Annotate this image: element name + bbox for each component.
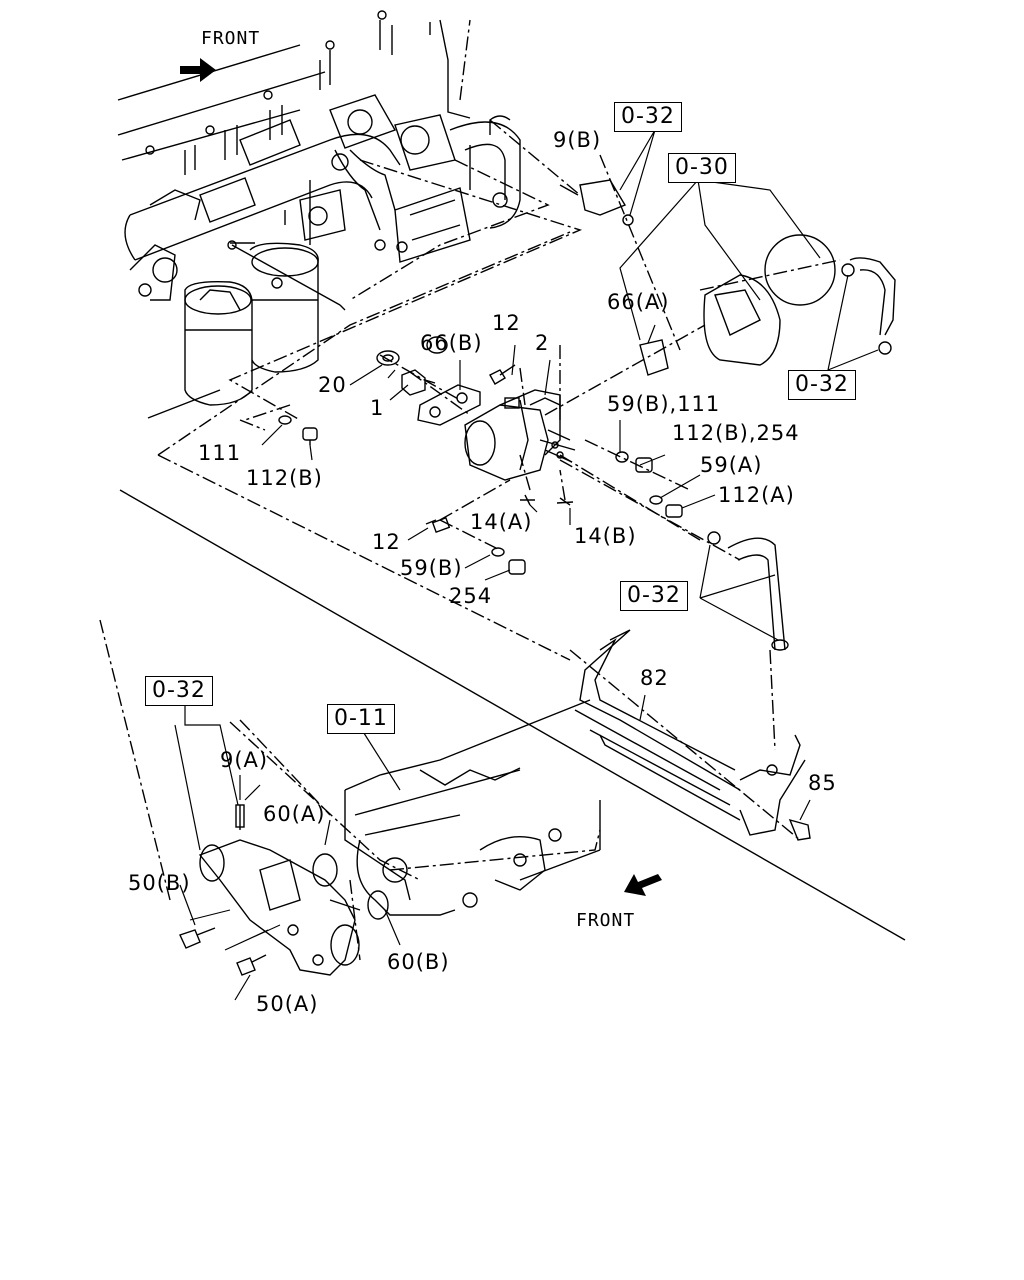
front-label-top: FRONT xyxy=(201,28,261,49)
part-label-60b: 60(B) xyxy=(387,950,450,974)
part-label-254: 254 xyxy=(449,584,493,608)
part-label-59b-111: 59(B),111 xyxy=(607,392,721,416)
ref-box-0-32-right[interactable]: 0-32 xyxy=(788,370,856,400)
part-label-59a: 59(A) xyxy=(700,453,763,477)
ref-box-0-32-top[interactable]: 0-32 xyxy=(614,102,682,132)
part-label-9a: 9(A) xyxy=(220,748,269,772)
part-label-14b: 14(B) xyxy=(574,524,637,548)
ref-box-0-11[interactable]: 0-11 xyxy=(327,704,395,734)
part-label-112a: 112(A) xyxy=(718,483,795,507)
part-label-66a: 66(A) xyxy=(607,290,670,314)
thermostat-housing-drawing xyxy=(179,804,389,976)
ref-box-0-30[interactable]: 0-30 xyxy=(668,153,736,183)
front-label-bottom: FRONT xyxy=(576,910,636,931)
part-label-2: 2 xyxy=(535,331,550,355)
part-label-14a: 14(A) xyxy=(470,510,533,534)
part-label-20: 20 xyxy=(318,373,347,397)
ref-box-0-32-mid[interactable]: 0-32 xyxy=(620,581,688,611)
part-label-50b: 50(B) xyxy=(128,871,191,895)
part-label-9b: 9(B) xyxy=(553,128,602,152)
water-housing-drawing xyxy=(639,234,896,376)
part-label-12-low: 12 xyxy=(372,530,401,554)
assembly-leader-lines xyxy=(99,19,841,961)
egr-valve-drawing xyxy=(278,179,683,575)
ref-box-0-32-left[interactable]: 0-32 xyxy=(145,676,213,706)
part-label-82: 82 xyxy=(640,666,669,690)
part-label-50a: 50(A) xyxy=(256,992,319,1016)
part-label-112b: 112(B) xyxy=(246,466,323,490)
front-arrow-icon-bottom xyxy=(624,874,662,896)
water-pipe-drawing xyxy=(574,531,811,841)
front-arrow-icon xyxy=(180,58,216,82)
part-label-1: 1 xyxy=(370,396,385,420)
part-label-12-top: 12 xyxy=(492,311,521,335)
engine-manifold-drawing xyxy=(117,10,521,419)
part-label-111: 111 xyxy=(198,441,242,465)
reference-leaders xyxy=(174,129,879,1001)
part-label-112b-254: 112(B),254 xyxy=(672,421,800,445)
part-label-60a: 60(A) xyxy=(263,802,326,826)
section-divider-line xyxy=(119,489,906,941)
part-label-66b: 66(B) xyxy=(420,331,483,355)
part-label-59b: 59(B) xyxy=(400,556,463,580)
part-label-85: 85 xyxy=(808,771,837,795)
cylinder-head-drawing xyxy=(344,699,601,916)
